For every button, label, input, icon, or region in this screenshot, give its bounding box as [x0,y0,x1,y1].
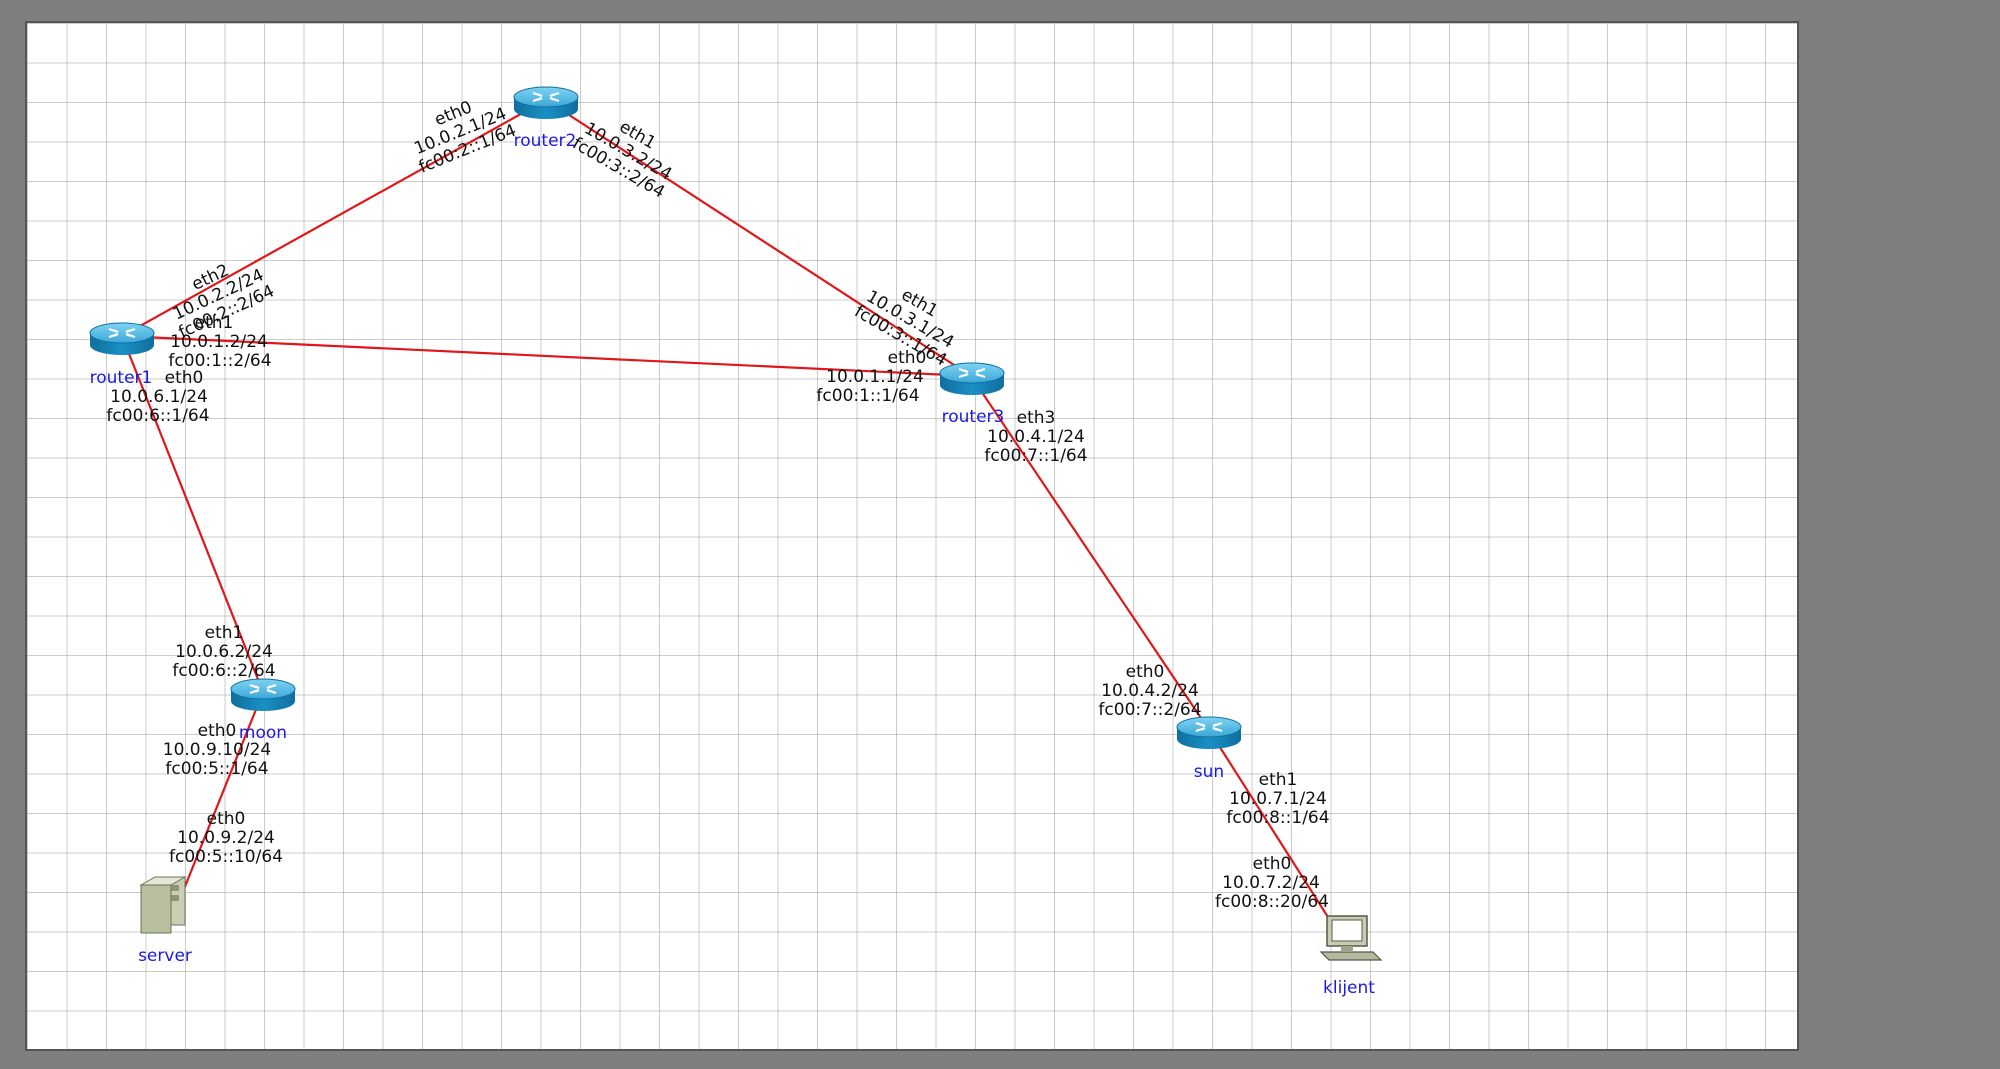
router-icon [938,361,1006,397]
iface-router2-eth1: eth1 10.0.3.2/24 fc00:3::2/64 [569,117,675,203]
iface-name: eth3 [1017,408,1056,428]
router1-label: router1 [90,368,153,388]
iface-ipv6: fc00:8::20/64 [1215,892,1329,912]
router2-label: router2 [514,131,577,151]
iface-name: eth0 [165,368,204,388]
iface-name: eth0 [888,348,927,368]
iface-ipv4: 10.0.6.2/24 [175,642,273,662]
moon-label: moon [239,723,287,743]
link-router1-moon[interactable] [120,335,265,693]
iface-server-eth0: eth0 10.0.9.2/24 fc00:5::10/64 [169,809,283,867]
iface-moon-eth1: eth1 10.0.6.2/24 fc00:6::2/64 [172,623,275,681]
router-icon [512,85,580,121]
link-sun-klijent[interactable] [1208,729,1341,937]
iface-ipv4: 10.0.1.2/24 [170,332,268,352]
moon-node[interactable] [229,677,297,713]
router-icon [1175,715,1243,751]
iface-sun-eth1: eth1 10.0.7.1/24 fc00:8::1/64 [1226,770,1329,828]
iface-router1-eth1: eth1 10.0.1.2/24 fc00:1::2/64 [168,313,271,371]
iface-ipv6: fc00:5::10/64 [169,847,283,867]
iface-ipv4: 10.0.4.2/24 [1101,681,1199,701]
router-icon [229,677,297,713]
iface-ipv6: fc00:5::1/64 [165,759,268,779]
router3-node[interactable] [938,361,1006,397]
link-router3-sun[interactable] [970,375,1210,731]
iface-name: eth0 [1253,854,1292,874]
iface-router1-eth0: eth0 10.0.6.1/24 fc00:6::1/64 [106,368,209,426]
sun-label: sun [1194,762,1224,782]
iface-ipv4: 10.0.9.2/24 [177,828,275,848]
router-icon [88,321,156,357]
iface-ipv4: 10.0.6.1/24 [110,387,208,407]
router1-node[interactable] [88,321,156,357]
iface-router2-eth0: eth0 10.0.2.1/24 fc00:2::1/64 [411,97,519,177]
iface-ipv6: fc00:7::2/64 [1098,700,1201,720]
iface-ipv6: fc00:7::1/64 [984,446,1087,466]
server-label: server [138,946,192,966]
topology-diagram: router2 router1 router3 moon sun server [88,85,1383,998]
iface-name: eth0 [207,809,246,829]
iface-ipv4: 10.0.1.1/24 [826,367,924,387]
router2-node[interactable] [512,85,580,121]
iface-ipv6: fc00:8::1/64 [1226,808,1329,828]
iface-name: eth0 [1126,662,1165,682]
link-router2-router3[interactable] [545,99,972,377]
iface-name: eth0 [198,721,237,741]
link-router1-router3[interactable] [121,334,972,378]
klijent-node[interactable] [1319,915,1383,961]
iface-ipv4: 10.0.7.1/24 [1229,789,1327,809]
iface-ipv6: fc00:6::1/64 [106,406,209,426]
iface-router3-eth0: eth0 10.0.1.1/24 fc00:1::1/64 [816,348,926,406]
iface-ipv4: 10.0.4.1/24 [987,427,1085,447]
router3-label: router3 [942,407,1005,427]
klijent-label: klijent [1323,978,1375,998]
iface-moon-eth0: eth0 10.0.9.10/24 fc00:5::1/64 [163,721,271,779]
iface-klijent-eth0: eth0 10.0.7.2/24 fc00:8::20/64 [1215,854,1329,912]
topology-canvas[interactable]: router2 router1 router3 moon sun server [25,21,1799,1051]
iface-ipv6: fc00:1::2/64 [168,351,271,371]
iface-ipv4: 10.0.9.10/24 [163,740,271,760]
iface-name: eth1 [1259,770,1298,790]
iface-sun-eth0: eth0 10.0.4.2/24 fc00:7::2/64 [1098,662,1201,720]
server-node[interactable] [139,876,187,934]
sun-node[interactable] [1175,715,1243,751]
iface-ipv6: fc00:6::2/64 [172,661,275,681]
computer-icon [1319,915,1383,961]
server-icon [139,876,187,934]
link-router1-router2[interactable] [121,99,547,337]
iface-ipv6: fc00:1::1/64 [816,386,919,406]
iface-name: eth1 [205,623,244,643]
link-moon-server[interactable] [178,691,265,900]
iface-name: eth1 [195,313,234,333]
iface-router3-eth3: eth3 10.0.4.1/24 fc00:7::1/64 [984,408,1087,466]
iface-ipv4: 10.0.7.2/24 [1222,873,1320,893]
